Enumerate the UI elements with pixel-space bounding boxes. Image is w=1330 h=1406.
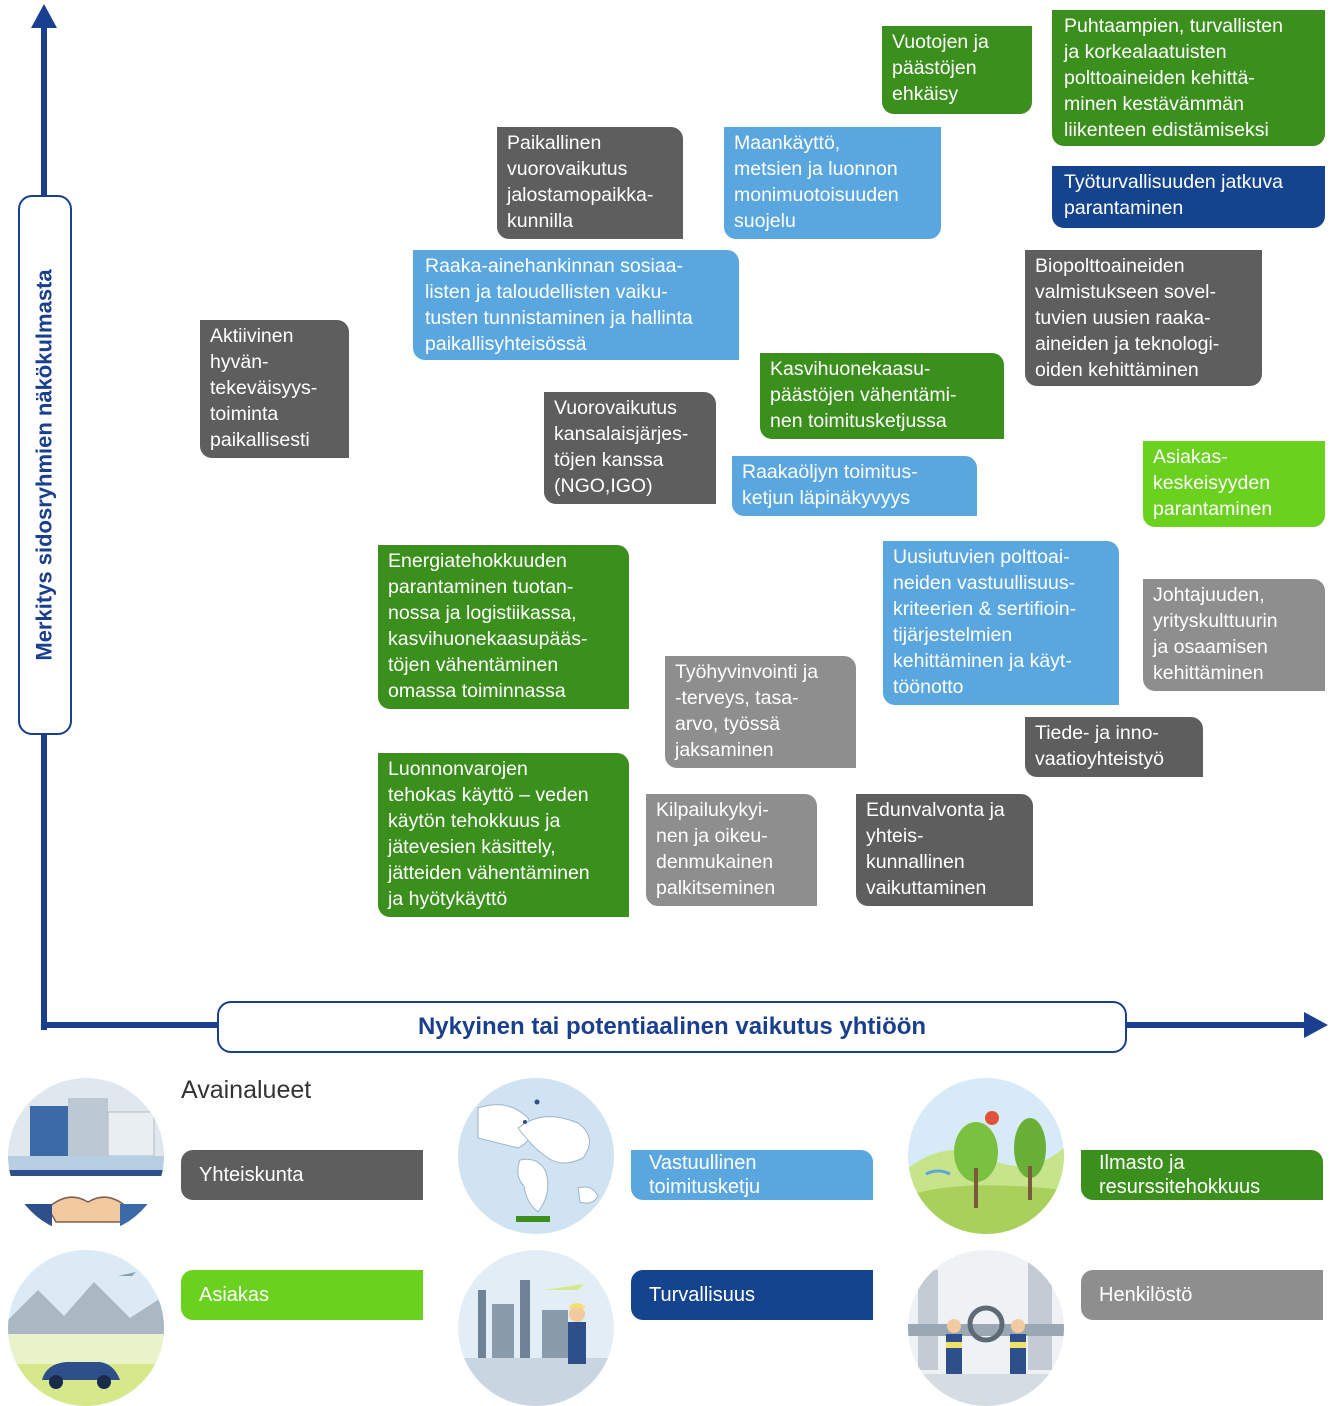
customer-illustration — [8, 1250, 164, 1406]
topic-biopolttoaineiden: Biopolttoaineiden valmistukseen sovel- t… — [1025, 250, 1262, 386]
topic-ngo: Vuorovaikutus kansalaisjärjes- töjen kan… — [544, 392, 716, 504]
topic-raakaoljy: Raakaöljyn toimitus- ketjun läpinäkyvyys — [732, 456, 977, 516]
topic-puhtaampien: Puhtaampien, turvallisten ja korkealaatu… — [1052, 10, 1325, 146]
topic-tyoturvallisuus: Työturvallisuuden jatkuva parantaminen — [1052, 166, 1325, 228]
y-axis-arrowhead — [31, 4, 57, 28]
topic-energiatehokkuus: Energiatehokkuuden parantaminen tuotan- … — [378, 545, 629, 709]
topic-maankaytto: Maankäyttö, metsien ja luonnon monimuoto… — [724, 127, 941, 239]
y-axis-label: Merkitys sidosryhmien näkökulmasta — [18, 195, 72, 735]
topic-tiede: Tiede- ja inno- vaatioyhteistyö — [1025, 717, 1203, 777]
topic-asiakaskeskeisyys: Asiakas- keskeisyyden parantaminen — [1143, 441, 1325, 527]
x-axis-label: Nykyinen tai potentiaalinen vaikutus yht… — [217, 1001, 1127, 1053]
safety-illustration — [458, 1250, 614, 1406]
topic-edunvalvonta: Edunvalvonta ja yhteis- kunnallinen vaik… — [856, 794, 1033, 906]
topic-uusiutuvien: Uusiutuvien polttoai- neiden vastuullisu… — [883, 541, 1119, 705]
topic-raaka-aine: Raaka-ainehankinnan sosiaa- listen ja ta… — [413, 250, 739, 360]
legend-turvallisuus: Turvallisuus — [631, 1270, 873, 1320]
x-axis-label-text: Nykyinen tai potentiaalinen vaikutus yht… — [417, 1013, 927, 1040]
legend-asiakas: Asiakas — [181, 1270, 423, 1320]
legend-title: Avainalueet — [181, 1076, 312, 1104]
topic-kilpailukyky: Kilpailukykyi- nen ja oikeu- denmukainen… — [646, 794, 817, 906]
y-axis-label-text: Merkitys sidosryhmien näkökulmasta — [32, 269, 58, 661]
topic-paikallinen: Paikallinen vuorovaikutus jalostamopaikk… — [497, 127, 683, 239]
topic-luonnonvarat: Luonnonvarojen tehokas käyttö – veden kä… — [378, 753, 629, 917]
society-illustration — [8, 1078, 164, 1234]
topic-johtajuus: Johtajuuden, yrityskulttuurin ja osaamis… — [1143, 579, 1325, 691]
legend-vastuullinen-toimitusketju: Vastuullinen toimitusketju — [631, 1150, 873, 1200]
staff-illustration — [908, 1250, 1064, 1406]
x-axis-arrowhead — [1304, 1012, 1328, 1038]
topic-tyohyvinvointi: Työhyvinvointi ja -terveys, tasa- arvo, … — [665, 656, 856, 768]
legend-henkilosto: Henkilöstö — [1081, 1270, 1323, 1320]
legend-ilmasto-ja-resurssitehokkuus: Ilmasto ja resurssitehokkuus — [1081, 1150, 1323, 1200]
topic-kasvihuone-toimitus: Kasvihuonekaasu- päästöjen vähentämi- ne… — [760, 353, 1004, 439]
topic-aktiivinen: Aktiivinen hyvän- tekeväisyys- toiminta … — [200, 320, 349, 458]
nature-illustration — [908, 1078, 1064, 1234]
globe-illustration — [458, 1078, 614, 1234]
legend-yhteiskunta: Yhteiskunta — [181, 1150, 423, 1200]
topic-vuotojen: Vuotojen ja päästöjen ehkäisy — [882, 26, 1032, 114]
